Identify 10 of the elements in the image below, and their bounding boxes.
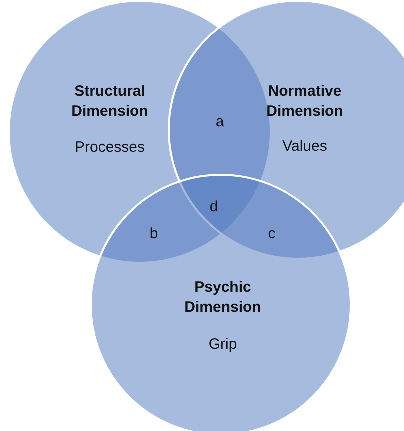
region-label: c <box>268 226 276 242</box>
dimension-heading: Psychic Dimension <box>184 278 262 317</box>
region-label: b <box>150 226 158 242</box>
region-label: a <box>216 114 224 130</box>
dimension-label: Values <box>282 137 328 156</box>
dimension-heading: Normative Dimension <box>266 82 344 121</box>
dimension-heading: Structural Dimension <box>70 82 150 121</box>
region-label: d <box>210 198 218 216</box>
dimension-label: Grip <box>208 335 238 354</box>
dimension-label: Processes <box>74 138 146 158</box>
